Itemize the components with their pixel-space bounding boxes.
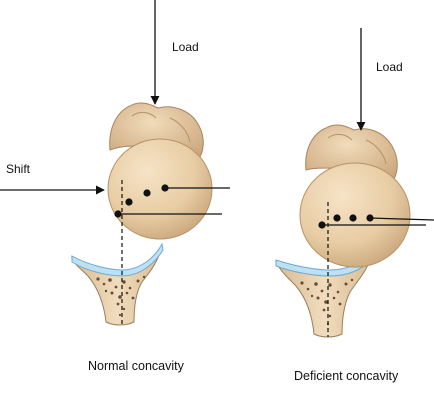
right-dot: [318, 221, 326, 229]
right-trabecular-spots: [300, 278, 354, 326]
left-dot: [161, 184, 169, 192]
left-dot: [114, 210, 122, 218]
left-trabecular-spots: [96, 275, 146, 317]
left-dot: [125, 198, 133, 206]
left-humeral-head: [107, 102, 213, 240]
right-humeral-head: [299, 124, 411, 268]
left-panel-normal: [0, 0, 230, 326]
right-dot: [366, 214, 374, 222]
right-dot: [333, 214, 341, 222]
shift-label: Shift: [6, 162, 31, 176]
caption-normal-concavity: Normal concavity: [88, 359, 184, 373]
caption-deficient-concavity: Deficient concavity: [294, 369, 399, 383]
left-glenoid: [71, 242, 164, 326]
right-panel-deficient: [274, 28, 434, 338]
load-label-right: Load: [376, 60, 403, 74]
right-force-line-upper: [369, 217, 434, 221]
right-dot: [349, 214, 357, 222]
load-label-left: Load: [172, 40, 199, 54]
left-dot: [143, 189, 151, 197]
